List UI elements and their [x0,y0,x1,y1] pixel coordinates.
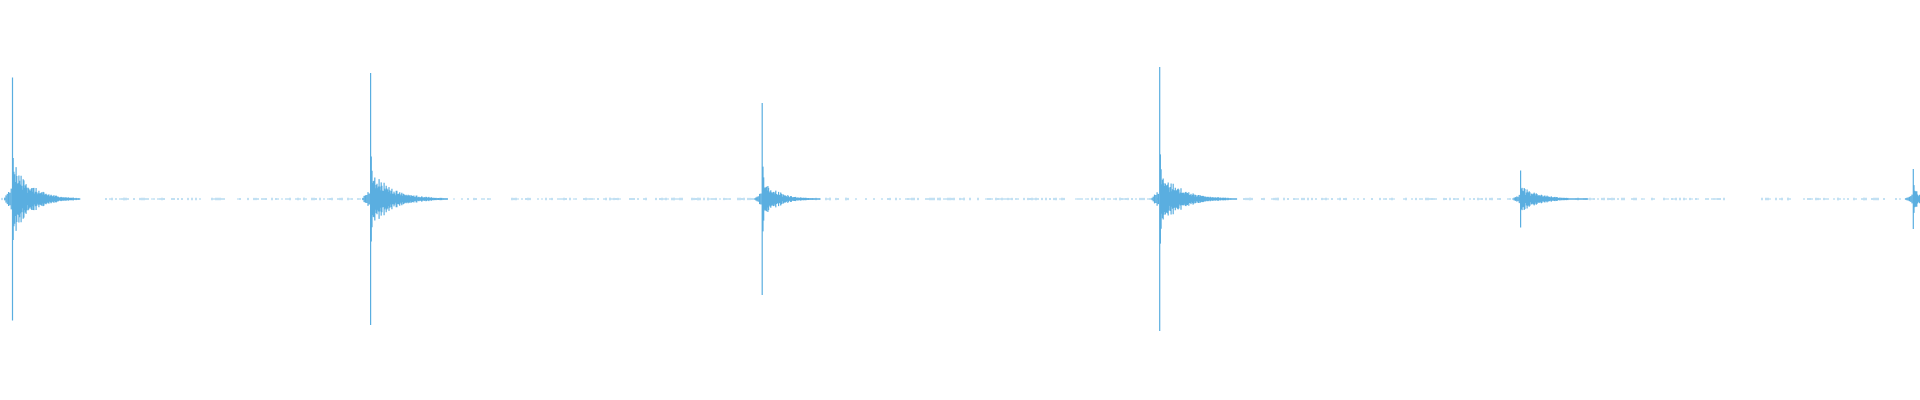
waveform-transient-3 [753,103,821,295]
noise-floor-trace [1,197,1915,201]
waveform-noise-floor [1,197,1915,201]
waveform-transients [4,67,1920,331]
waveform-transient-1 [4,77,81,321]
waveform-transient-5 [1512,170,1589,228]
waveform-transient-4 [1151,67,1238,331]
waveform-transient-2 [362,73,448,325]
waveform-transient-6 [1904,169,1920,229]
